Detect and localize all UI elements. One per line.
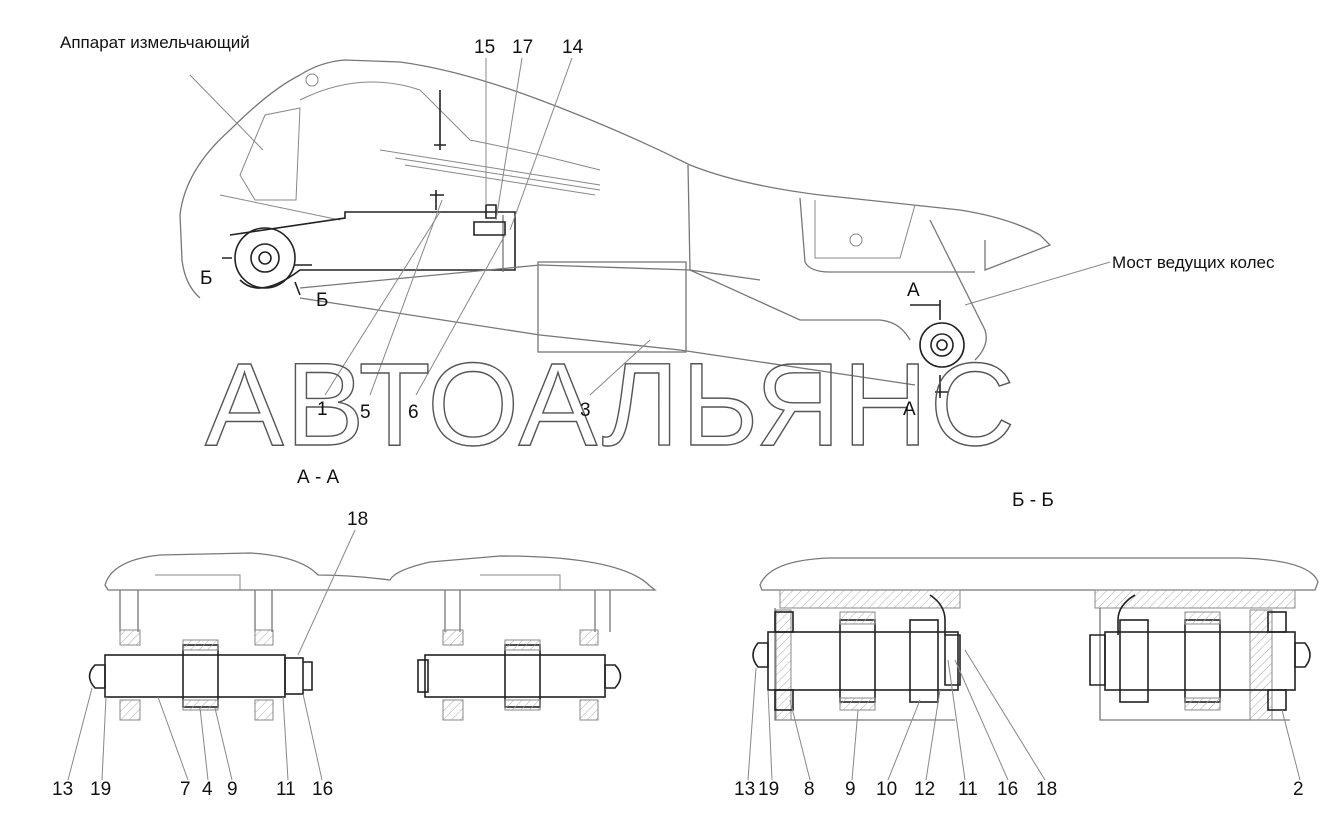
bb-part-12: 12	[914, 779, 935, 800]
aa-part-13: 13	[52, 779, 73, 800]
part-number-3: 3	[580, 400, 591, 421]
bb-part-8: 8	[804, 779, 815, 800]
part-number-17: 17	[512, 37, 533, 58]
section-bb-drawing	[747, 557, 1319, 781]
bb-part-19: 19	[758, 779, 779, 800]
aa-part-4: 4	[202, 779, 213, 800]
aa-part-9: 9	[227, 779, 238, 800]
bb-part-16: 16	[997, 779, 1018, 800]
bb-part-13: 13	[734, 779, 755, 800]
side-view-assembly	[179, 57, 1111, 398]
aa-part-7: 7	[180, 779, 191, 800]
aa-part-16: 16	[312, 779, 333, 800]
section-marker-b-bottom: Б	[316, 290, 328, 311]
part-number-5: 5	[360, 402, 371, 423]
shredder-annotation: Аппарат измельчающий	[60, 33, 250, 52]
watermark-text: АВТОАЛЬЯНС	[205, 339, 1017, 471]
section-marker-b-left: Б	[200, 268, 212, 289]
aa-part-19: 19	[90, 779, 111, 800]
aa-part-18: 18	[347, 509, 368, 530]
aa-part-11: 11	[276, 779, 296, 800]
drive-axle-annotation: Мост ведущих колес	[1112, 253, 1275, 272]
bb-part-10: 10	[876, 779, 897, 800]
bb-part-9: 9	[845, 779, 856, 800]
bb-part-2: 2	[1293, 779, 1304, 800]
section-marker-a-top: А	[907, 280, 920, 301]
section-title-bb: Б - Б	[1012, 490, 1054, 511]
section-aa-drawing	[67, 529, 657, 781]
part-number-6: 6	[408, 402, 419, 423]
part-number-14: 14	[562, 37, 584, 58]
part-number-1: 1	[317, 399, 328, 420]
section-marker-a-bottom: А	[903, 399, 916, 420]
part-number-15: 15	[474, 37, 495, 58]
bb-part-18: 18	[1036, 779, 1057, 800]
bb-part-11: 11	[958, 779, 978, 800]
section-title-aa: А - А	[297, 467, 340, 488]
